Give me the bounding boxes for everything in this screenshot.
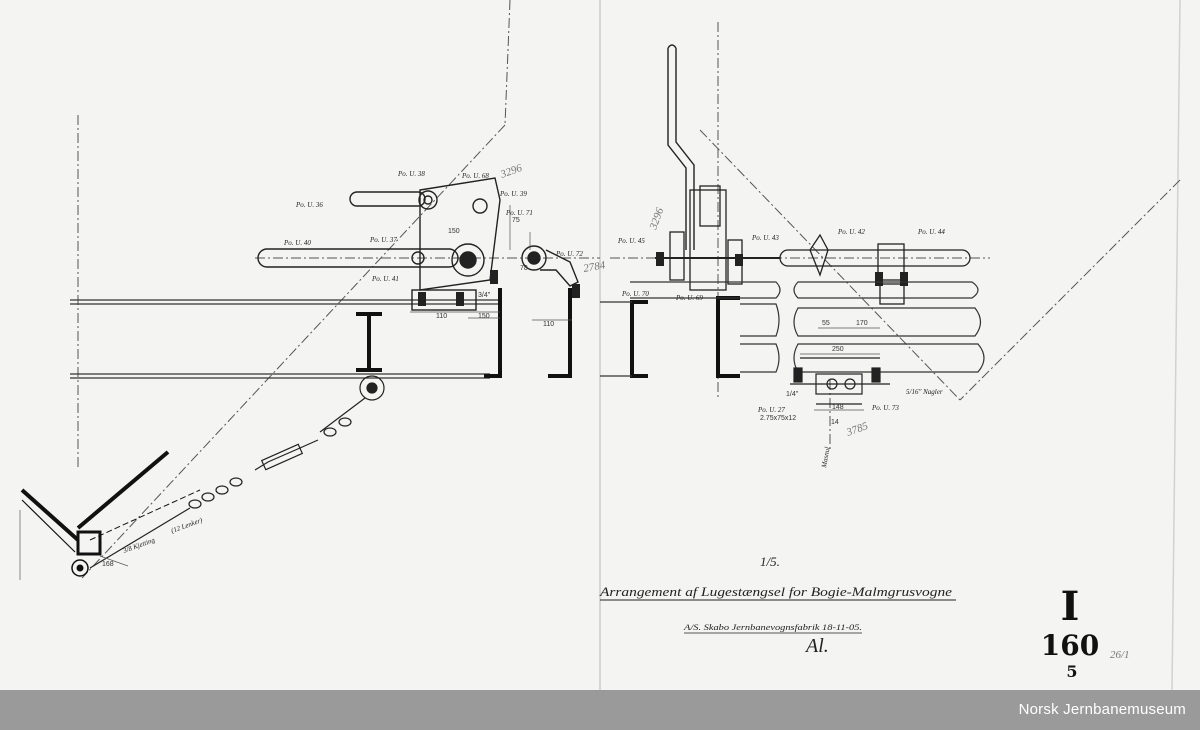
- dim-angle-size: 2.75x75x12: [760, 415, 796, 422]
- dim-three-quarter-inch: 3/4": [478, 292, 491, 299]
- sheet-roman: I: [1061, 583, 1080, 630]
- label-po-u-40: Po. U. 40: [283, 239, 311, 247]
- dim-55: 55: [822, 320, 830, 327]
- channel-sections-right: [630, 296, 740, 378]
- museum-label: Norsk Jernbanemuseum: [1018, 701, 1186, 718]
- technical-drawing: Po. U. 36 Po. U. 38 Po. U. 68 Po. U. 39 …: [19, 0, 1181, 690]
- centerlines-left: [77, 0, 600, 579]
- dim-110-right: 110: [543, 321, 554, 328]
- dimension-labels: 150 110 150 110 55 170 250 148 14 75 78 …: [102, 217, 943, 568]
- label-po-u-70: Po. U. 70: [621, 290, 649, 298]
- label-nagler: 5/16" Nagler: [906, 388, 943, 396]
- dim-150-upper: 150: [448, 228, 460, 235]
- bolts-right: [656, 252, 908, 286]
- channel-sections-left: [484, 288, 572, 378]
- pencil-number-2: 2784: [582, 259, 606, 275]
- sheet-sub: 5: [1066, 662, 1077, 681]
- dim-150-lower: 150: [478, 313, 490, 320]
- label-lenker: (12 Lenker): [170, 516, 204, 535]
- pencil-number-1: 3296: [498, 162, 524, 181]
- title-block: 1/5. Arrangement af Lugestængsel for Bog…: [599, 554, 956, 657]
- dim-14: 14: [831, 419, 839, 426]
- dim-78: 78: [520, 265, 528, 272]
- label-po-u-71: Po. U. 71: [505, 209, 533, 217]
- pencil-number-4: 3785: [844, 420, 870, 439]
- dimension-lines: [99, 205, 880, 567]
- label-po-u-27: Po. U. 27: [757, 406, 785, 414]
- label-po-u-41: Po. U. 41: [371, 275, 399, 283]
- label-po-u-68: Po. U. 68: [461, 172, 489, 180]
- frame-members-left: [70, 299, 500, 379]
- paper-edge: [1171, 0, 1181, 690]
- drawing-title: Arrangement af Lugestængsel for Bogie-Ma…: [599, 584, 952, 599]
- footer-bar: Norsk Jernbanemuseum: [0, 690, 1200, 730]
- label-po-u-44: Po. U. 44: [917, 228, 945, 236]
- dim-250: 250: [832, 346, 844, 353]
- drawing-maker: A/S. Skabo Jernbanevognsfabrik 18-11-05.: [683, 623, 862, 632]
- dim-170: 170: [856, 320, 868, 327]
- sheet-number-block: I 160 5 26/1: [1041, 583, 1130, 681]
- door-flap: [20, 450, 201, 577]
- sheet-note: 26/1: [1110, 649, 1130, 661]
- position-labels: Po. U. 36 Po. U. 38 Po. U. 68 Po. U. 39 …: [283, 170, 945, 414]
- dim-148: 148: [832, 404, 844, 411]
- bolts-left: [418, 270, 580, 306]
- label-po-u-38: Po. U. 38: [397, 170, 425, 178]
- drawing-scale: 1/5.: [760, 554, 780, 569]
- bracket-right: [655, 185, 971, 305]
- label-po-u-37: Po. U. 37: [369, 236, 397, 244]
- chain-assembly: [89, 375, 385, 569]
- label-po-u-42: Po. U. 42: [837, 228, 865, 236]
- centerlines-right: [610, 22, 1181, 450]
- handle-lever: [667, 44, 695, 250]
- hinge-detail: [790, 357, 890, 405]
- dim-168: 168: [102, 561, 114, 568]
- body-sections-right: [600, 281, 985, 377]
- label-po-u-45: Po. U. 45: [617, 237, 645, 245]
- label-po-u-72: Po. U. 72: [555, 250, 583, 258]
- i-beam-section: [356, 312, 382, 372]
- drawing-sheet: Po. U. 36 Po. U. 38 Po. U. 68 Po. U. 39 …: [19, 0, 1181, 690]
- dim-110-left: 110: [436, 313, 447, 320]
- label-po-u-43: Po. U. 43: [751, 234, 779, 242]
- drawing-signature: Al.: [804, 635, 829, 657]
- lever-assembly: [257, 177, 579, 311]
- label-po-u-36: Po. U. 36: [295, 201, 323, 209]
- label-masnul: Masnul: [820, 446, 832, 469]
- sheet-number: 160: [1041, 629, 1099, 662]
- label-po-u-69: Po. U. 69: [675, 294, 703, 302]
- dim-quarter-inch: 1/4": [786, 391, 799, 398]
- dim-75: 75: [512, 217, 520, 224]
- pencil-number-3: 3296: [647, 206, 666, 232]
- label-po-u-73: Po. U. 73: [871, 404, 899, 412]
- label-po-u-39: Po. U. 39: [499, 190, 527, 198]
